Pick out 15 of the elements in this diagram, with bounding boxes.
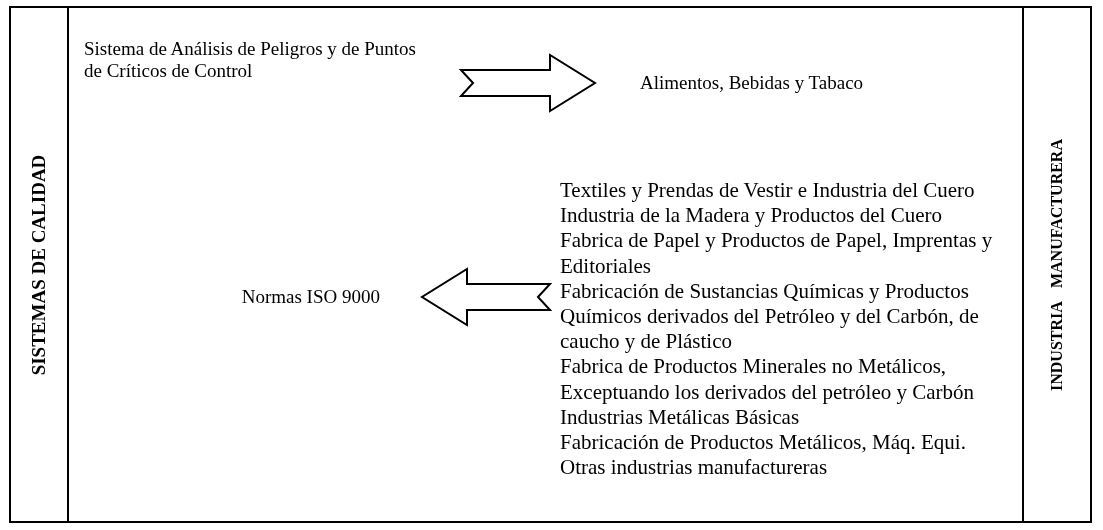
- category-text: Fabricación de Sustancias Químicas y Productos Químicos derivados del Petróleo y del Carbón, de caucho y de Plástico: [560, 278, 980, 355]
- category-text: Fabricación de Productos Metálicos, Máq. Equi.: [560, 429, 967, 456]
- block-arrow: [420, 267, 553, 327]
- category-text: Industria de la Madera y Productos del Cuero: [560, 203, 943, 229]
- band-title: SISTEMAS DE CALIDAD: [28, 154, 50, 375]
- category-text: Normas ISO 9000: [241, 285, 380, 309]
- band-title: INDUSTRIA MANUFACTURERA: [1048, 138, 1066, 391]
- block-arrow: [458, 53, 597, 113]
- category-text: Fabrica de Papel y Productos de Papel, Imprentas y Editoriales: [560, 228, 994, 279]
- category-text: Alimentos, Bebidas y Tabaco: [640, 72, 865, 95]
- category-text: Industrias Metálicas Básicas: [560, 404, 801, 430]
- category-text: Otras industrias manufactureras: [560, 455, 829, 481]
- category-text: Fabrica de Productos Minerales no Metálicos, Exceptuando los derivados del petróleo y Carbón: [560, 354, 976, 405]
- category-text: Textiles y Prendas de Vestir e Industria del Cuero: [560, 178, 976, 204]
- category-text: Sistema de Análisis de Peligros y de Puntos de Críticos de Control: [84, 38, 417, 83]
